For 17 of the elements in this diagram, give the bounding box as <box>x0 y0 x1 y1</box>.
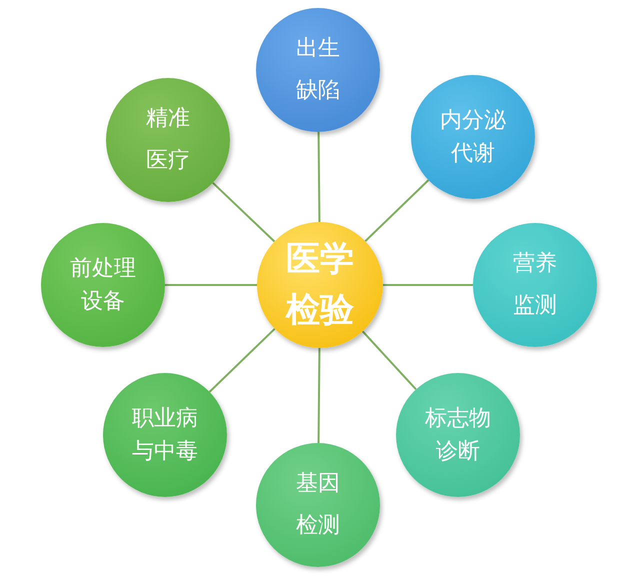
connector-line <box>208 328 276 393</box>
topic-label: 内分泌代谢 <box>440 107 506 168</box>
topic-label: 前处理设备 <box>70 255 136 316</box>
topic-label: 标志物诊断 <box>425 405 491 466</box>
connector-line <box>318 348 320 444</box>
topic-label: 精准医疗 <box>146 105 190 175</box>
topic-label: 职业病与中毒 <box>132 405 198 466</box>
connector-line <box>318 132 320 222</box>
topic-label: 基因检测 <box>296 470 340 540</box>
topic-label: 出生缺陷 <box>296 35 340 105</box>
connector-line <box>383 284 473 286</box>
connector-line <box>362 330 417 390</box>
connector-line <box>212 182 276 242</box>
connector-line <box>165 284 257 286</box>
topic-label: 医学检验 <box>286 238 354 332</box>
topic-label: 营养监测 <box>513 250 557 320</box>
connector-line <box>364 179 430 242</box>
